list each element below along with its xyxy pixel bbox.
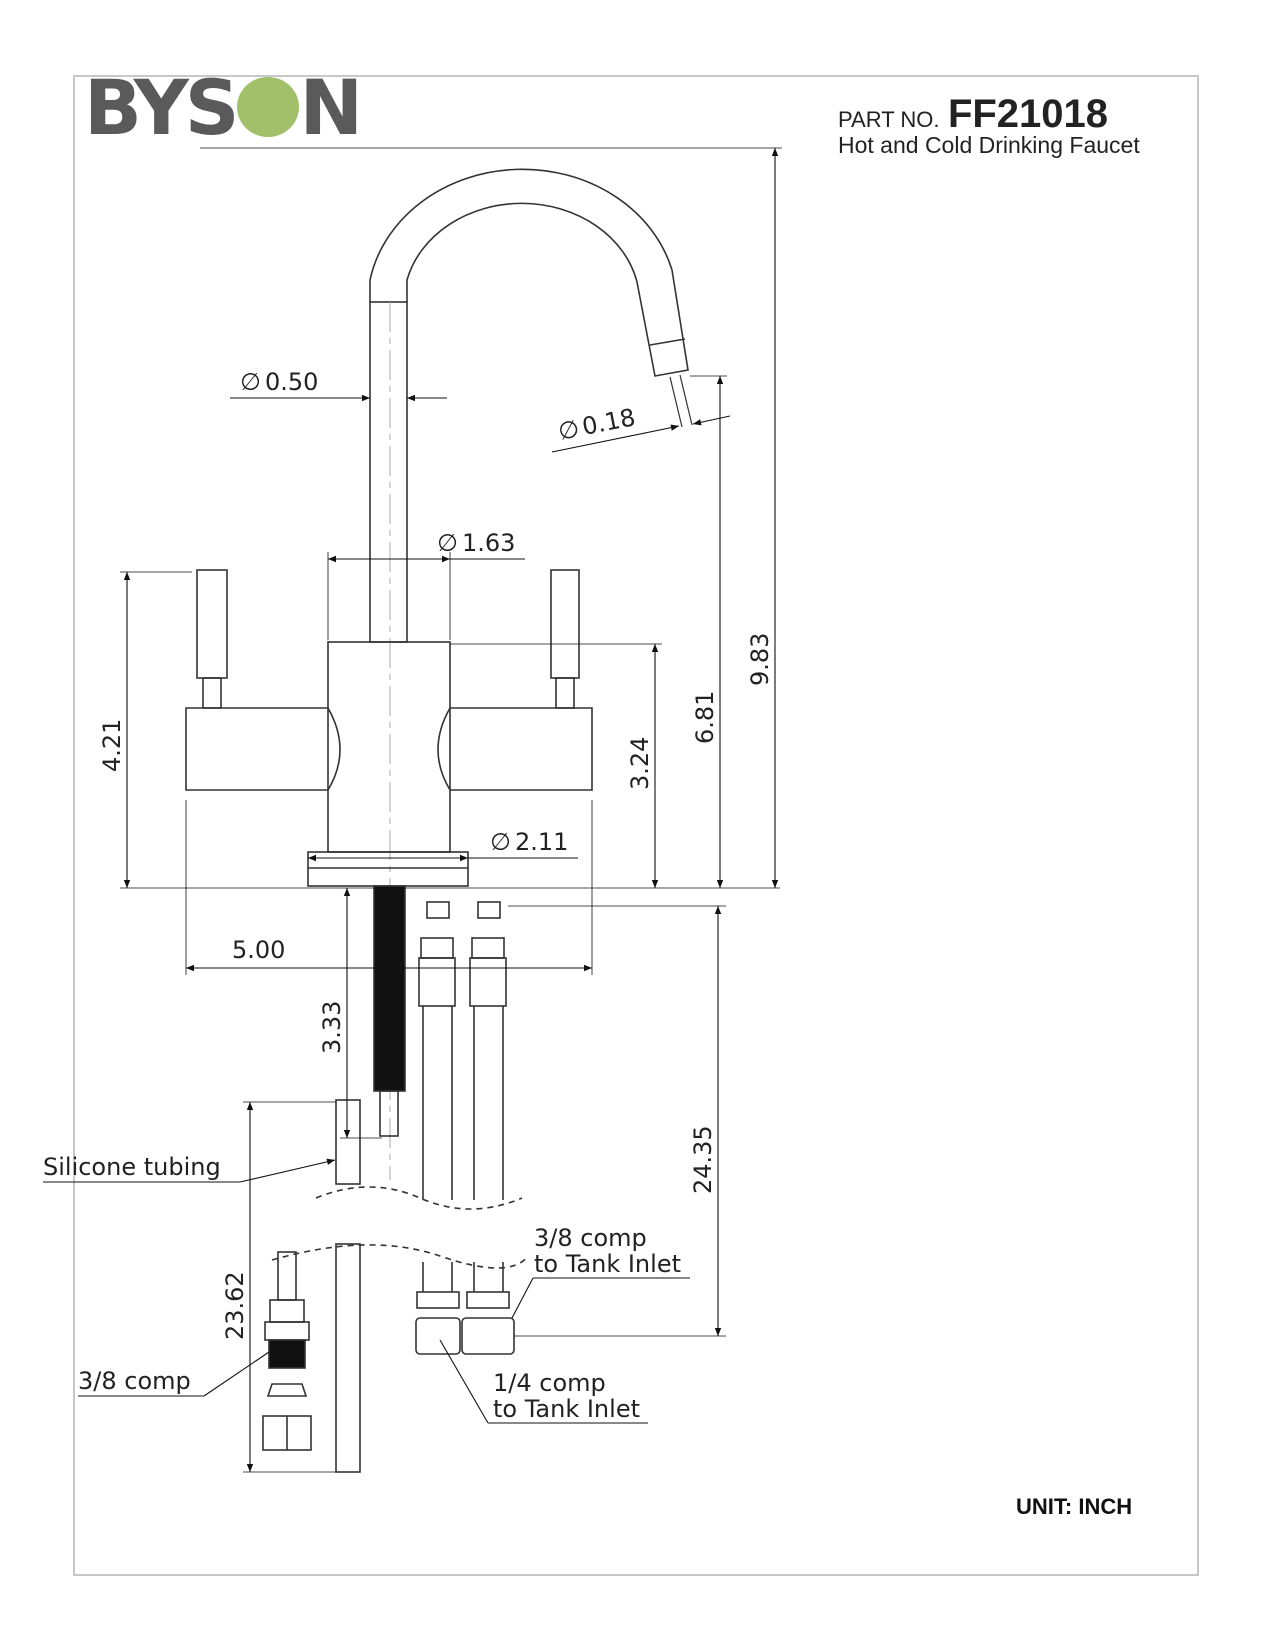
part-description: Hot and Cold Drinking Faucet (838, 132, 1140, 158)
dim-handle-height: 4.21 (98, 719, 126, 772)
callout-labels: Silicone tubing 3/8 comp to Tank Inlet 1… (43, 1153, 681, 1423)
silicone-tube-lower (335, 1243, 361, 1473)
dim-base-diameter: 2.11 (515, 828, 568, 856)
dim-overall-height: 9.83 (746, 633, 774, 686)
callout-comp-1-4-line2: to Tank Inlet (493, 1395, 640, 1423)
comp-nut-1-4 (415, 1317, 461, 1355)
part-label: PART NO. (838, 107, 940, 132)
barb-tip (277, 1251, 297, 1301)
outlet-line-left (669, 376, 683, 428)
supply-fitting-left-collar (418, 957, 456, 1007)
leader-comp-1-4-tank-arrow (439, 1339, 489, 1424)
part-number: FF21018 (947, 92, 1109, 136)
leader-comp-3-8-fitting-arrow (203, 1351, 270, 1397)
part-number-block: PART NO. FF21018 (838, 92, 1108, 137)
right-handle-arm (437, 707, 593, 791)
callout-comp-3-8-line2: to Tank Inlet (534, 1250, 681, 1278)
dim-supply-length: 24.35 (689, 1125, 717, 1194)
leader-comp-3-8-tank-arrow (511, 1277, 534, 1319)
dim-spout-diameter-symbol: ∅ (240, 368, 261, 396)
callout-comp-3-8-fitting: 3/8 comp (78, 1367, 191, 1395)
dim-body-diameter-symbol: ∅ (437, 529, 458, 557)
spout-stem (369, 301, 408, 643)
dim-outlet-diameter-symbol: ∅ (556, 414, 582, 445)
unit-label: UNIT: INCH (1016, 1494, 1133, 1519)
left-handle-arm (185, 707, 341, 791)
barb-nut (264, 1321, 310, 1341)
callout-comp-1-4-line1: 1/4 comp (493, 1369, 606, 1397)
barb-thread (268, 1339, 306, 1369)
supply-fitting-right-nut (471, 937, 505, 959)
comp-nut-3-8-small (466, 1291, 510, 1309)
dim-tubing-length: 23.62 (221, 1271, 249, 1340)
shank-tip (379, 1090, 399, 1137)
left-handle-neck (202, 677, 222, 709)
spout-ring (649, 338, 686, 346)
comp-nut-3-8 (461, 1317, 515, 1355)
dim-outlet-diameter: 0.18 (580, 403, 638, 441)
supply-fitting-left-top (426, 901, 450, 919)
callout-silicone-tubing: Silicone tubing (43, 1153, 221, 1181)
leader-silicone-tubing-arrow (239, 1158, 336, 1183)
silicone-tube-upper (335, 1099, 361, 1185)
drawing-frame (73, 75, 1199, 1576)
barb-hex (269, 1299, 305, 1323)
supply-fitting-left-nut (420, 937, 454, 959)
dim-handle-span: 5.00 (232, 936, 285, 964)
break-line-lower (271, 1244, 529, 1269)
left-handle-lever (196, 569, 228, 679)
right-handle-neck (555, 677, 575, 709)
comp-nut-1-4-small (416, 1291, 460, 1309)
dimension-labels: ∅ 0.50 ∅ 0.18 ∅ 1.63 ∅ 2.11 4.21 3.24 6.… (98, 368, 774, 1340)
break-line-upper (315, 1186, 523, 1210)
base-plate (307, 851, 469, 887)
dimension-lines (43, 147, 782, 1473)
spout-gooseneck (369, 168, 689, 377)
threaded-shank (373, 885, 406, 1092)
main-body (327, 641, 451, 853)
right-handle-lever (550, 569, 580, 679)
dim-shank-length: 3.33 (318, 1001, 346, 1054)
dim-outlet-height: 6.81 (691, 691, 719, 744)
callout-comp-3-8-line1: 3/8 comp (534, 1224, 647, 1252)
ferrule (266, 1383, 308, 1397)
dim-body-diameter: 1.63 (462, 529, 515, 557)
logo-o-mark (236, 77, 299, 137)
dim-body-height: 3.24 (626, 737, 654, 790)
supply-fitting-right-top (477, 901, 501, 919)
supply-fitting-right-collar (469, 957, 507, 1007)
dim-line-outlet-diameter (551, 424, 680, 453)
dim-base-diameter-symbol: ∅ (490, 828, 511, 856)
dim-spout-diameter: 0.50 (265, 368, 318, 396)
outlet-line-right (679, 374, 693, 426)
faucet-body (185, 168, 693, 1473)
dim-line-outlet-diameter-r (692, 415, 731, 426)
